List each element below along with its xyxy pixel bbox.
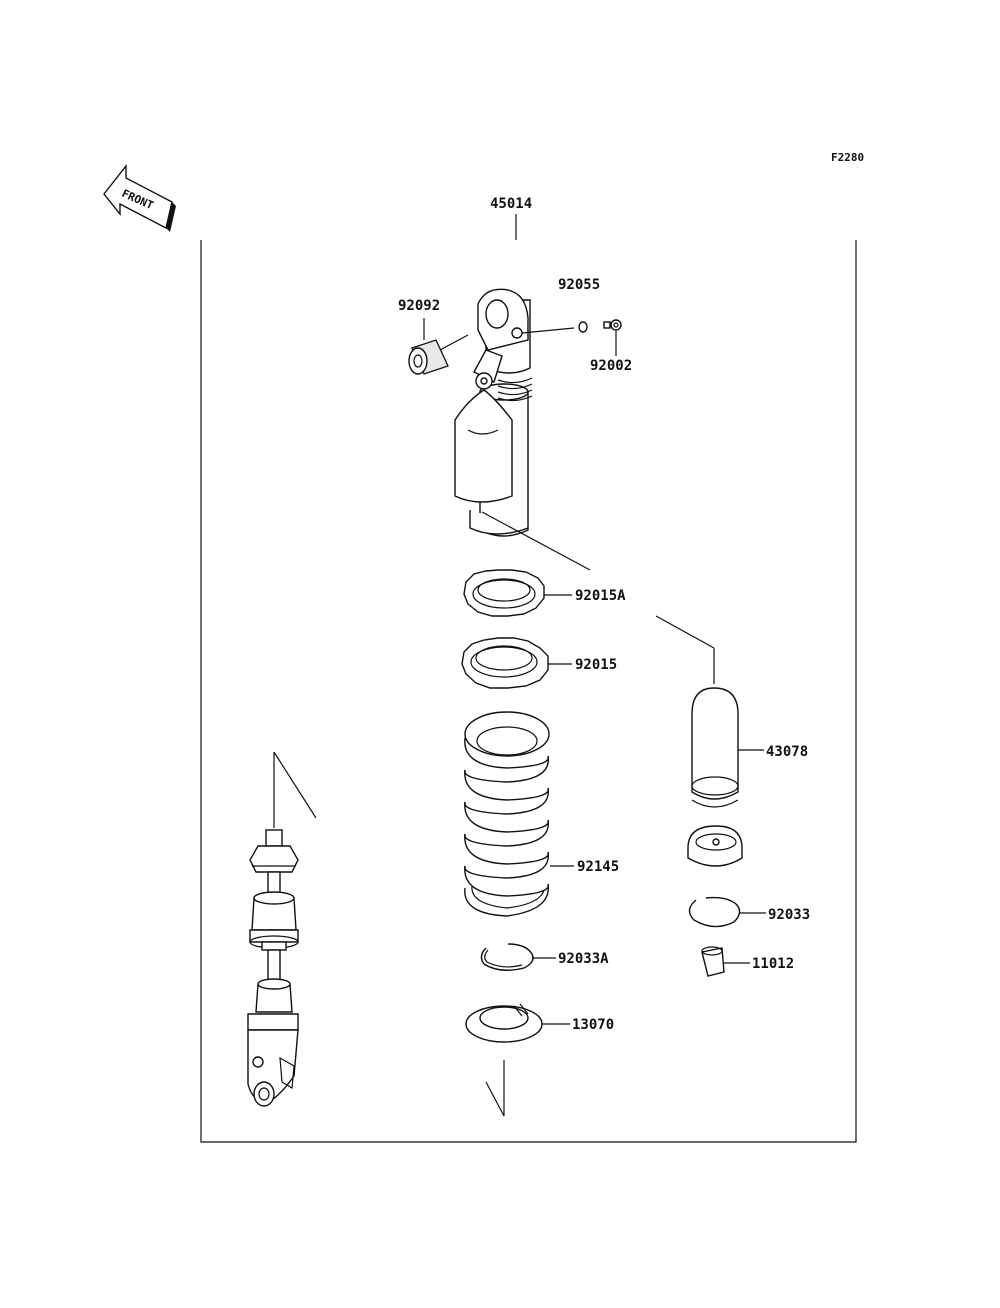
front-arrow-icon: FRONT bbox=[103, 163, 176, 232]
label-13070: 13070 bbox=[572, 1017, 614, 1033]
guide-line-upper bbox=[481, 511, 591, 571]
damper-rod-assembly bbox=[247, 829, 299, 1107]
label-45014: 45014 bbox=[490, 196, 532, 212]
spring-92145 bbox=[464, 711, 550, 917]
bladder-43078 bbox=[691, 687, 739, 808]
valve-11012 bbox=[701, 946, 725, 977]
guide-line-43078 bbox=[655, 615, 715, 649]
bolt-92002 bbox=[603, 319, 622, 331]
locknut-92015A bbox=[463, 569, 545, 617]
label-92145: 92145 bbox=[577, 859, 619, 875]
label-92033A: 92033A bbox=[558, 951, 609, 967]
circlip-92033 bbox=[688, 896, 741, 928]
guide-line-lower-diag bbox=[485, 1081, 505, 1117]
label-43078: 43078 bbox=[766, 744, 808, 760]
leader-92092-link bbox=[439, 334, 469, 351]
collar-92092 bbox=[408, 339, 449, 375]
label-11012: 11012 bbox=[752, 956, 794, 972]
adjuster-nut-92015 bbox=[461, 637, 549, 689]
label-92092: 92092 bbox=[398, 298, 440, 314]
label-92002: 92002 bbox=[590, 358, 632, 374]
leader-92055 bbox=[521, 327, 575, 334]
guide-line-rod bbox=[273, 751, 317, 819]
shock-body bbox=[454, 288, 533, 537]
reservoir-cap bbox=[687, 825, 743, 867]
label-92033: 92033 bbox=[768, 907, 810, 923]
label-92015: 92015 bbox=[575, 657, 617, 673]
assembly-frame bbox=[200, 240, 857, 1143]
label-92055: 92055 bbox=[558, 277, 600, 293]
spring-seat-13070 bbox=[465, 1003, 543, 1043]
figure-code: F2280 bbox=[831, 151, 864, 164]
label-92015A: 92015A bbox=[575, 588, 626, 604]
o-ring-92055 bbox=[578, 321, 588, 333]
snap-ring-92033A bbox=[480, 943, 534, 971]
